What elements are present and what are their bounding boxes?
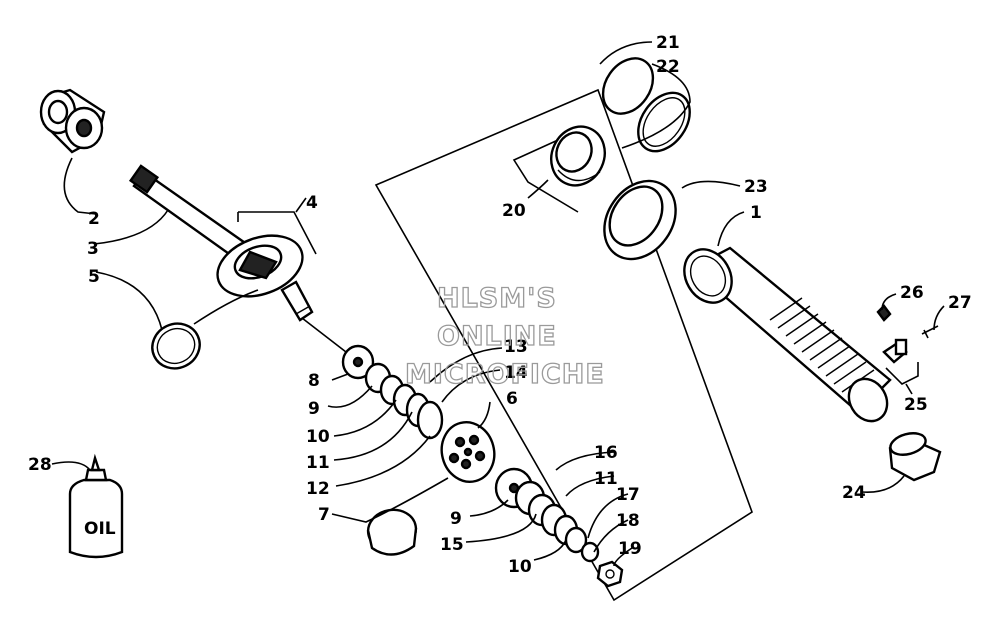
label-2: 2 (88, 209, 100, 229)
part-cap-7 (366, 508, 418, 556)
part-piston-6 (440, 421, 496, 483)
part-oil-bottle-28: OIL (68, 453, 124, 559)
watermark-line-3: MICROFICHE (405, 359, 605, 390)
assembly-bracket-outline (374, 88, 753, 602)
label-23: 23 (744, 177, 768, 197)
bottle-text: OIL (84, 519, 116, 539)
label-14: 14 (504, 363, 528, 383)
part-collar-23 (603, 179, 677, 261)
label-5: 5 (88, 267, 100, 287)
leader-lines (51, 41, 945, 567)
watermark-line-2: ONLINE (437, 321, 557, 352)
part-number-labels: 2 3 5 4 8 9 10 11 12 13 14 6 7 9 15 10 1… (28, 33, 972, 577)
label-9a: 9 (308, 399, 320, 419)
label-24: 24 (842, 483, 866, 503)
part-washer-8 (341, 344, 375, 380)
part-piston-body (216, 234, 314, 322)
label-25: 25 (904, 395, 928, 415)
shim-stack-lower (494, 467, 588, 554)
label-12: 12 (306, 479, 330, 499)
label-6: 6 (506, 389, 518, 409)
label-26: 26 (900, 283, 924, 303)
label-9b: 9 (450, 509, 462, 529)
part-o-ring-5 (151, 322, 201, 370)
part-shock-body-1 (683, 246, 892, 423)
part-cap-26 (876, 304, 892, 322)
label-10b: 10 (508, 557, 532, 577)
part-eye-bushing (39, 88, 106, 154)
label-15: 15 (440, 535, 464, 555)
label-28: 28 (28, 455, 52, 475)
shim-stack-upper (364, 362, 444, 440)
label-11a: 11 (306, 453, 330, 473)
part-reservoir-cap-20 (550, 125, 606, 187)
part-bushing-24 (888, 432, 942, 482)
label-22: 22 (656, 57, 680, 77)
watermark: HLSM'S ONLINE MICROFICHE (404, 282, 605, 390)
part-screw-27 (921, 325, 939, 339)
watermark-line-1: HLSM'S (437, 283, 557, 314)
label-7: 7 (318, 505, 330, 525)
label-27: 27 (948, 293, 972, 313)
label-3: 3 (87, 239, 99, 259)
label-11b: 11 (594, 469, 618, 489)
label-16: 16 (594, 443, 618, 463)
label-1: 1 (750, 203, 762, 223)
label-13: 13 (504, 337, 528, 357)
part-ring-21 (601, 57, 655, 115)
label-19: 19 (618, 539, 642, 559)
label-20: 20 (502, 201, 526, 221)
label-17: 17 (616, 485, 640, 505)
part-valve-25 (882, 338, 908, 364)
part-washer-18 (580, 541, 600, 563)
part-nut-19 (596, 560, 624, 588)
label-4: 4 (306, 193, 318, 213)
label-21: 21 (656, 33, 680, 53)
label-8: 8 (308, 371, 320, 391)
label-10a: 10 (306, 427, 330, 447)
label-18: 18 (616, 511, 640, 531)
